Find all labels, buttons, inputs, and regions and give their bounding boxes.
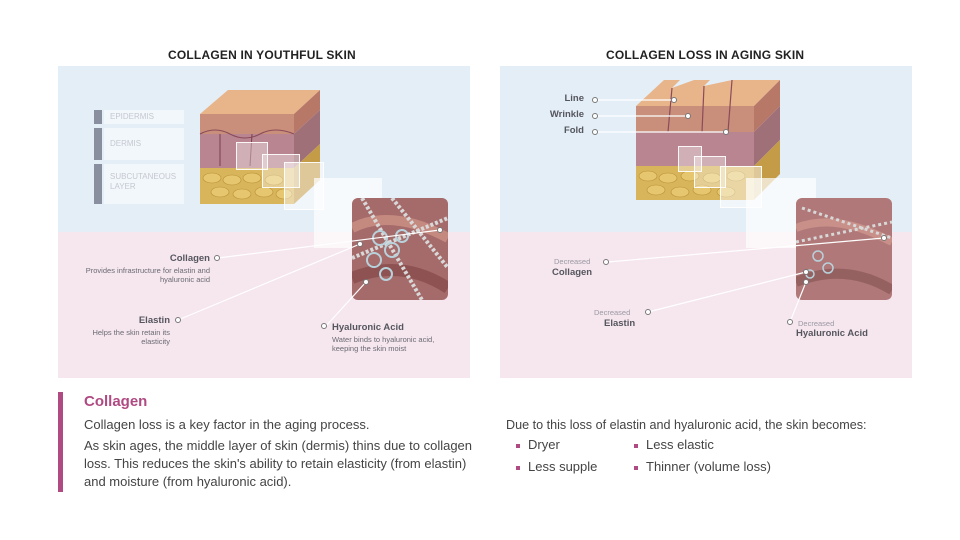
bullet-marker	[516, 444, 520, 448]
bullet-less-elastic: Less elastic	[634, 437, 714, 452]
collagen-intro: Collagen loss is a key factor in the agi…	[84, 416, 369, 434]
line-target-dot	[671, 97, 677, 103]
wrinkle-target-dot	[685, 113, 691, 119]
decreased-collagen-title: Collagen	[552, 267, 592, 278]
bullet-thinner-text: Thinner (volume loss)	[646, 459, 771, 474]
bullet-marker	[634, 444, 638, 448]
bullet-marker	[634, 466, 638, 470]
decreased-elastin-dot	[645, 309, 651, 315]
bullet-thinner: Thinner (volume loss)	[634, 459, 771, 474]
decreased-elastin-prefix: Decreased	[594, 308, 630, 317]
fold-target-dot	[723, 129, 729, 135]
decreased-collagen-dot	[603, 259, 609, 265]
bullet-dryer-text: Dryer	[528, 437, 560, 452]
decreased-hyaluronic-dot	[787, 319, 793, 325]
wrinkle-dot	[592, 113, 598, 119]
decreased-elastin-title: Elastin	[604, 318, 635, 329]
skin-becomes-intro: Due to this loss of elastin and hyaluron…	[506, 416, 867, 434]
bullet-less-supple: Less supple	[516, 459, 597, 474]
bullet-less-supple-text: Less supple	[528, 459, 597, 474]
decreased-collagen-target-dot	[881, 235, 887, 241]
bullet-marker	[516, 466, 520, 470]
accent-bar	[58, 392, 63, 492]
collagen-heading: Collagen	[84, 393, 147, 410]
decreased-elastin-target-dot	[803, 269, 809, 275]
decreased-hyaluronic-target-dot	[803, 279, 809, 285]
decreased-hyaluronic-prefix: Decreased	[798, 319, 834, 328]
fold-dot	[592, 129, 598, 135]
line-dot	[592, 97, 598, 103]
collagen-paragraph: As skin ages, the middle layer of skin (…	[84, 437, 474, 491]
bullet-less-elastic-text: Less elastic	[646, 437, 714, 452]
decreased-collagen-prefix: Decreased	[554, 257, 590, 266]
bullet-dryer: Dryer	[516, 437, 560, 452]
decreased-hyaluronic-title: Hyaluronic Acid	[796, 328, 868, 339]
